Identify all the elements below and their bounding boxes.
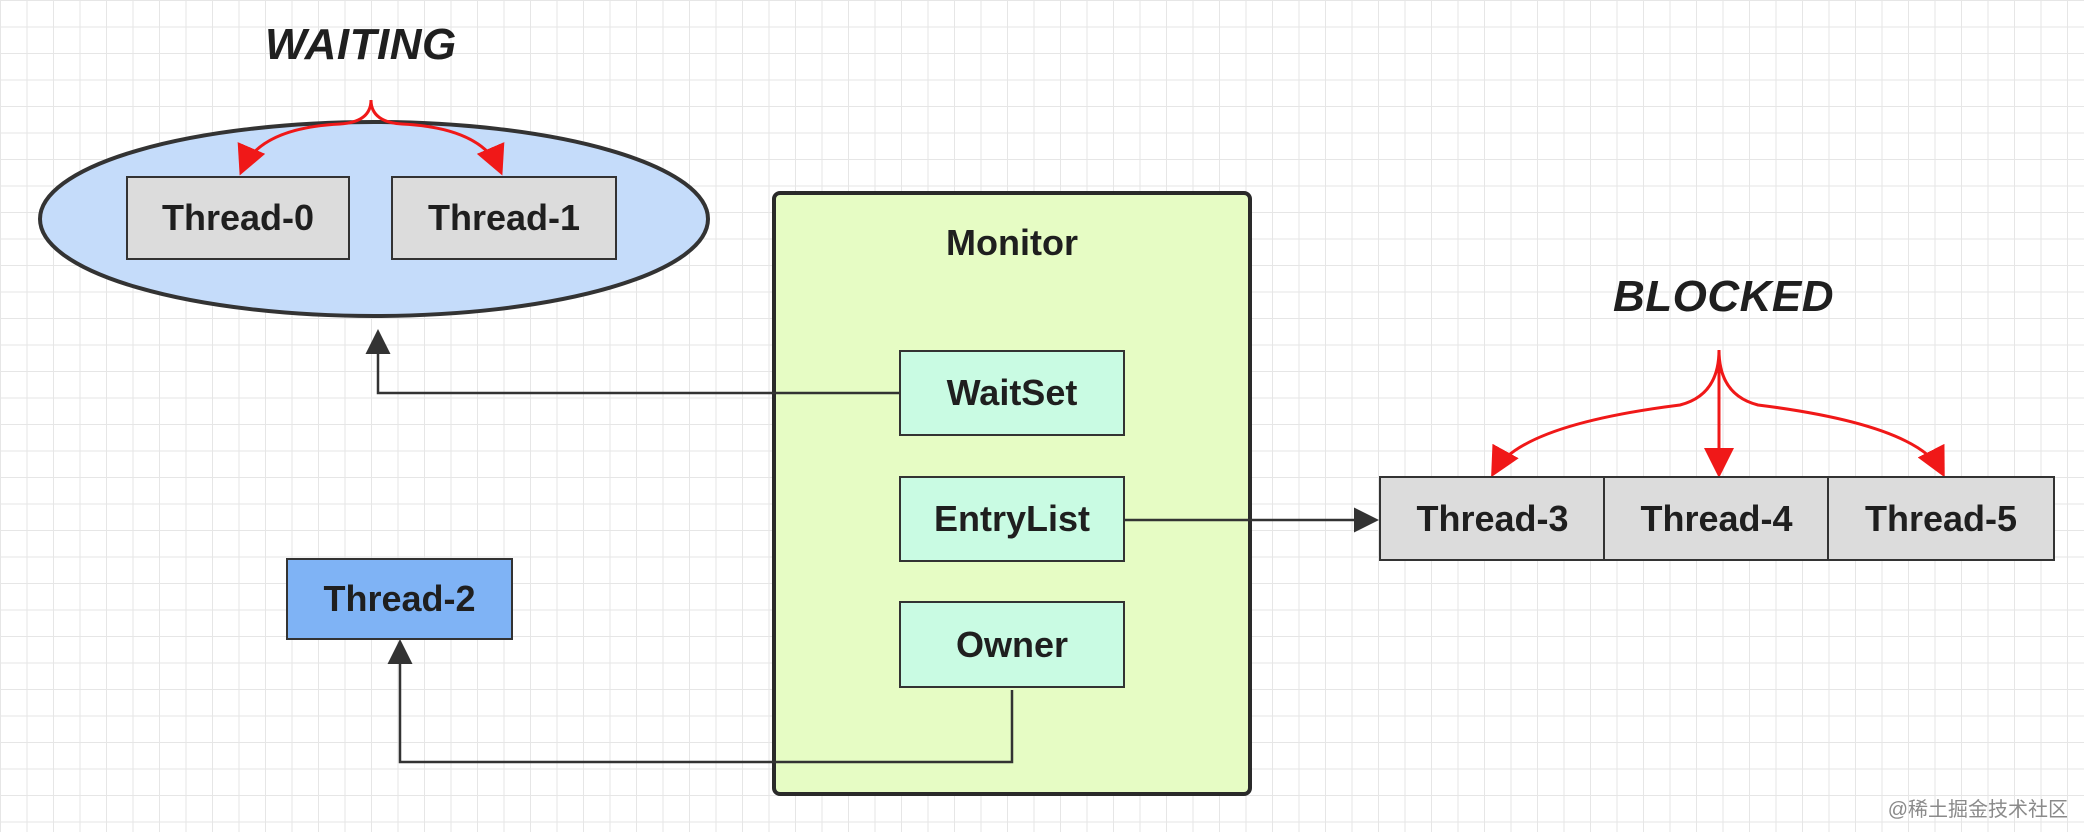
blocked-label: BLOCKED bbox=[1613, 272, 1835, 321]
waitset-slot: WaitSet bbox=[899, 350, 1125, 436]
connectors bbox=[365, 329, 1379, 764]
monitor-title: Monitor bbox=[946, 222, 1078, 263]
thread-4-box: Thread-4 bbox=[1603, 476, 1830, 561]
thread-2-box: Thread-2 bbox=[286, 558, 513, 640]
waitset-to-waiting-arrow bbox=[365, 329, 901, 395]
thread-5-box: Thread-5 bbox=[1827, 476, 2055, 561]
waiting-label: WAITING bbox=[265, 20, 457, 69]
watermark: @稀土掘金技术社区 bbox=[1887, 799, 2068, 821]
thread-1-box: Thread-1 bbox=[391, 176, 617, 260]
entrylist-slot: EntryList bbox=[899, 476, 1125, 562]
thread-0-box: Thread-0 bbox=[126, 176, 350, 260]
waiting-ellipse bbox=[38, 120, 710, 318]
thread-3-box: Thread-3 bbox=[1379, 476, 1606, 561]
owner-slot: Owner bbox=[899, 601, 1125, 688]
blocked-brace-arrows bbox=[1491, 349, 1945, 478]
owner-to-thread2-arrow bbox=[387, 639, 1014, 764]
waiting-brace-arrows bbox=[237, 99, 505, 176]
